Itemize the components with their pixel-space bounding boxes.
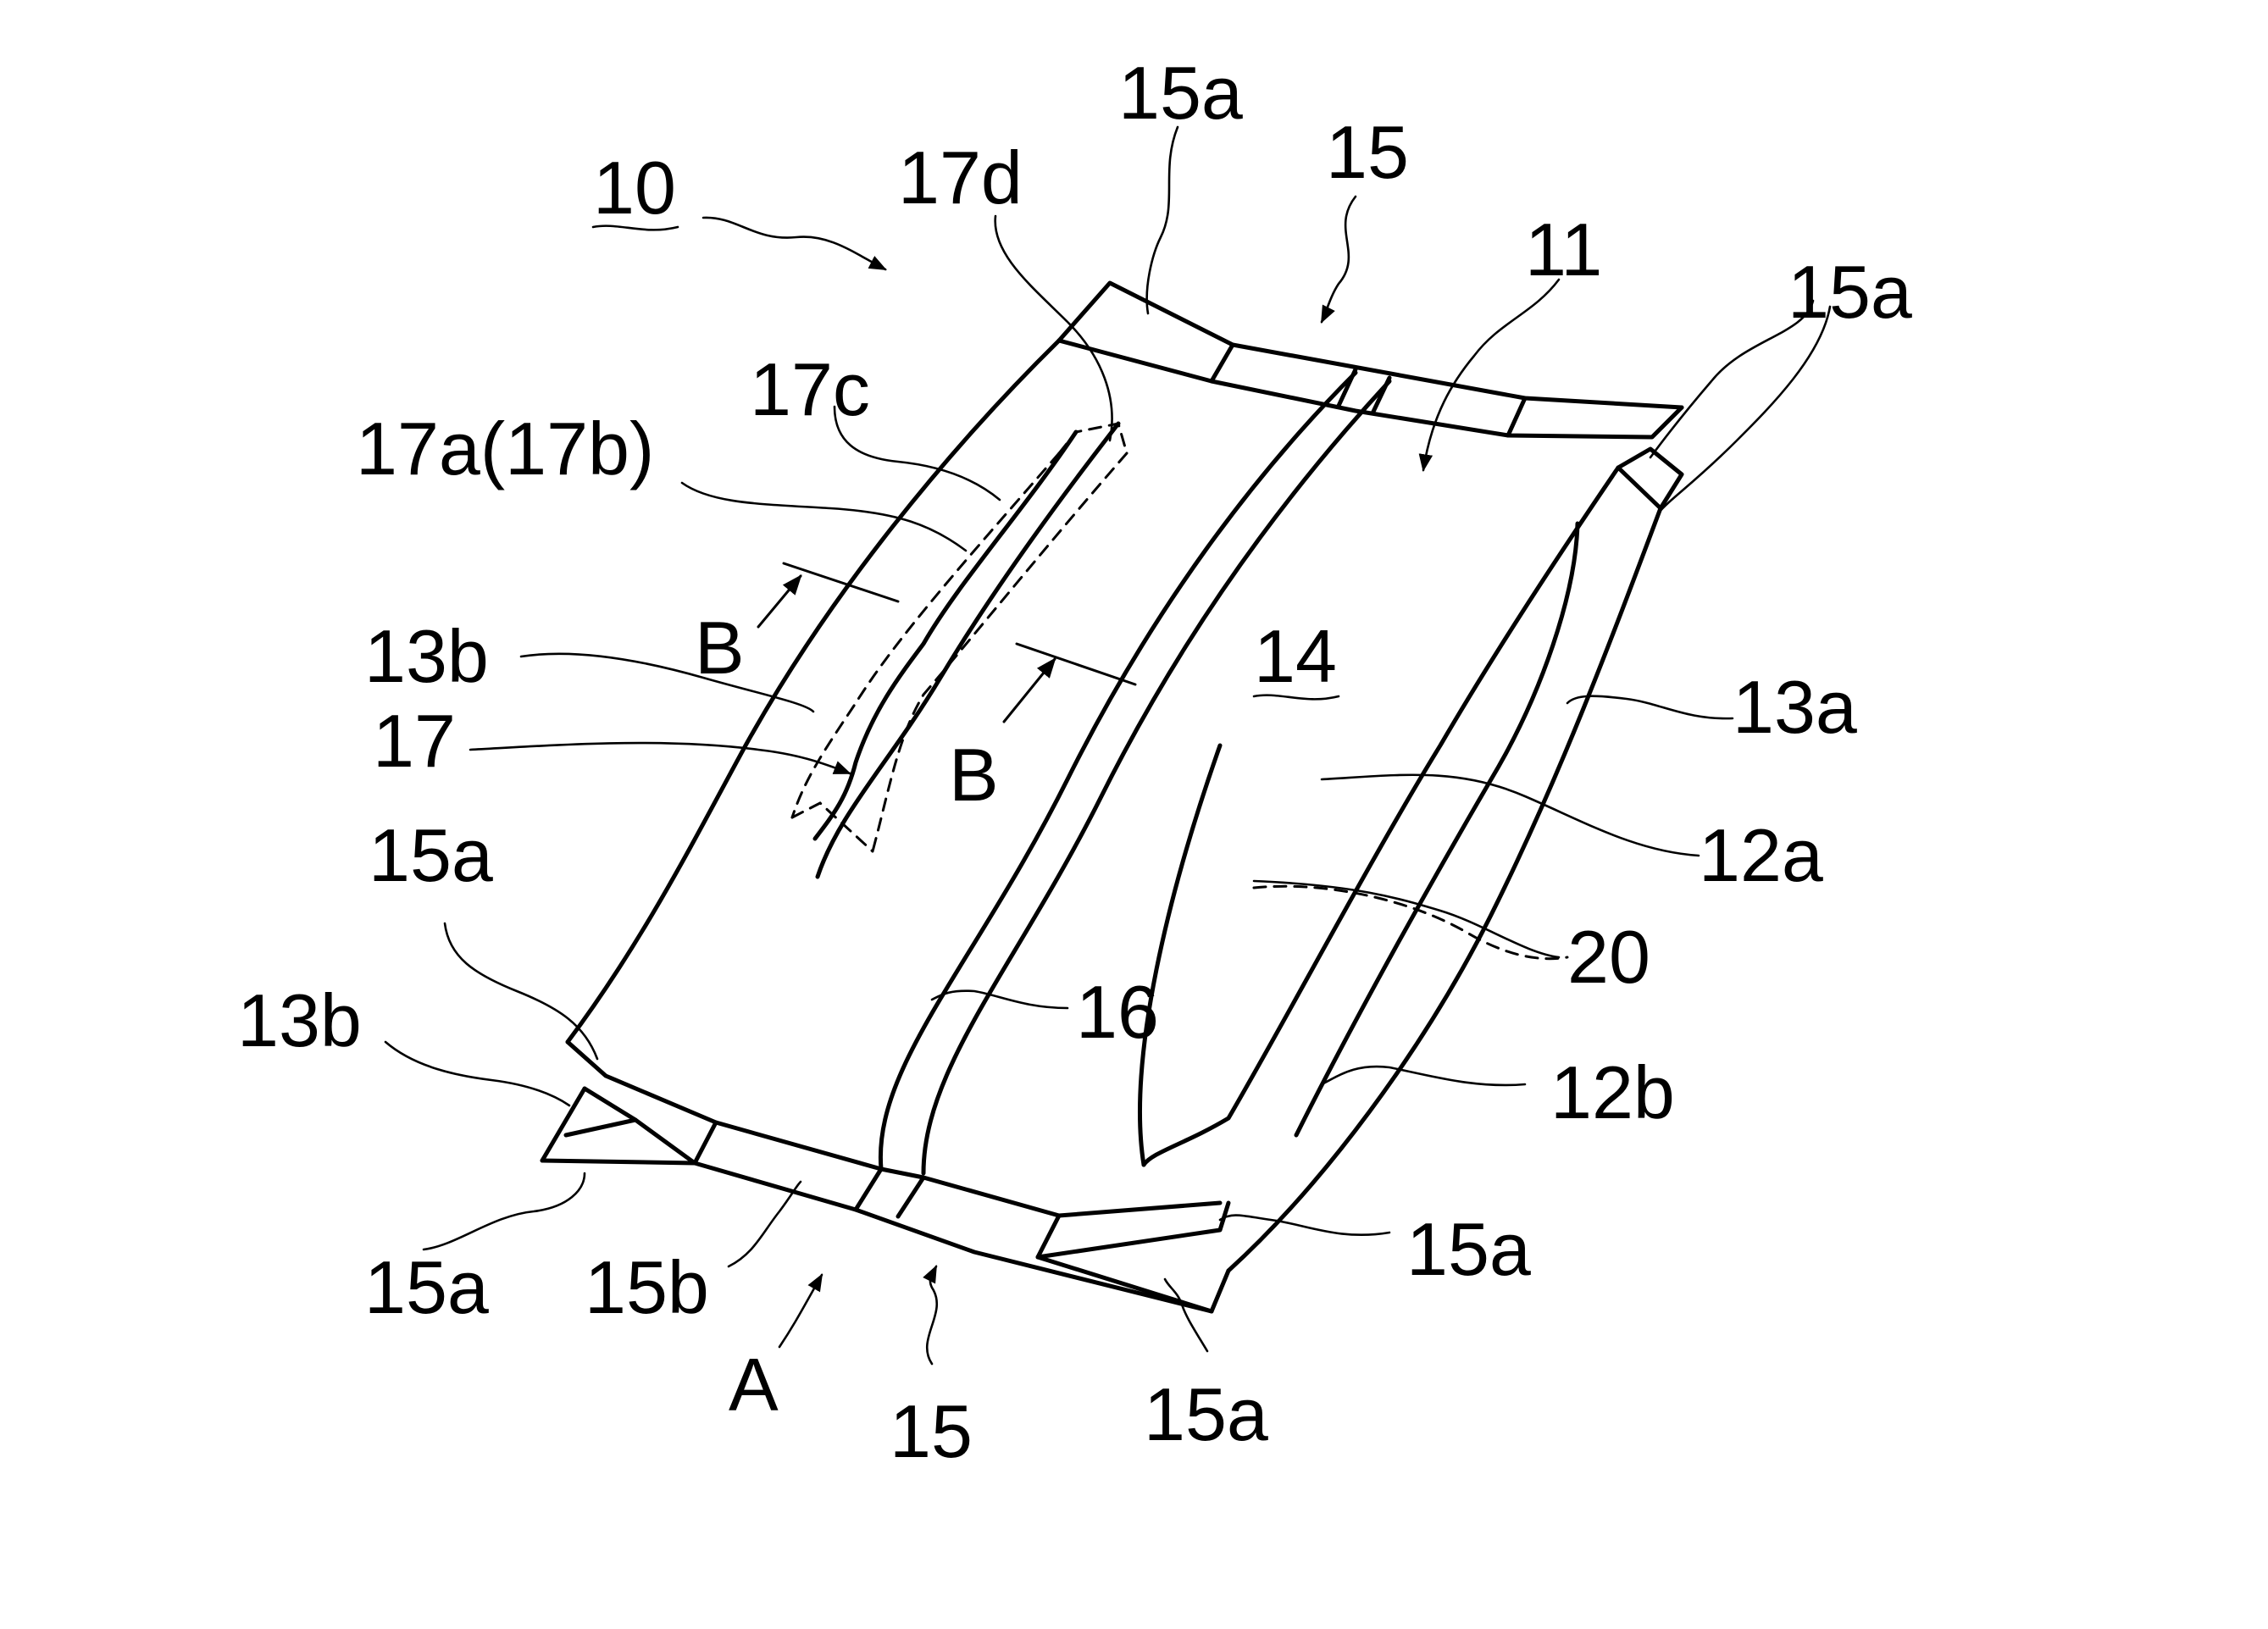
- leader-lines: [384, 125, 1832, 1353]
- label-14-underline: [1252, 694, 1340, 701]
- label-B-left: B: [695, 606, 745, 690]
- label-20: 20: [1567, 915, 1650, 999]
- label-15-top: 15: [1326, 110, 1409, 194]
- section-lines-b: [757, 562, 1137, 723]
- label-15a-bottom-right-upper: 15a: [1406, 1207, 1531, 1291]
- label-A: A: [729, 1343, 779, 1427]
- label-17: 17: [373, 699, 456, 783]
- label-17d: 17d: [898, 136, 1023, 219]
- label-15b: 15b: [585, 1245, 709, 1329]
- label-11: 11: [1525, 208, 1602, 291]
- label-10-underline: [591, 224, 679, 231]
- pointer-arrows: [469, 195, 1561, 1366]
- reference-labels: 10 17d 15a 15 11 15a 17c 17a(17b) B 13b …: [237, 51, 1912, 1473]
- label-15a-top: 15a: [1118, 51, 1243, 135]
- label-16: 16: [1076, 970, 1159, 1054]
- label-15a-left: 15a: [369, 813, 493, 897]
- line-20: [1252, 884, 1569, 961]
- label-13a: 13a: [1733, 665, 1857, 749]
- label-15a-bottom-right-lower: 15a: [1144, 1372, 1268, 1456]
- label-15a-right: 15a: [1788, 250, 1912, 334]
- label-12b: 12b: [1550, 1050, 1675, 1134]
- label-B-right: B: [949, 733, 999, 817]
- label-13b-upper: 13b: [364, 614, 489, 698]
- opening-17: [790, 421, 1128, 879]
- label-13b-lower: 13b: [237, 978, 362, 1062]
- label-15a-bottom-left: 15a: [364, 1245, 489, 1329]
- label-12a: 12a: [1699, 813, 1823, 897]
- bag-outline: [540, 280, 1684, 1314]
- label-10: 10: [593, 146, 676, 230]
- label-17c: 17c: [750, 347, 870, 431]
- label-17a: 17a(17b): [356, 407, 654, 490]
- label-14: 14: [1254, 614, 1337, 698]
- label-15-bottom: 15: [890, 1389, 973, 1473]
